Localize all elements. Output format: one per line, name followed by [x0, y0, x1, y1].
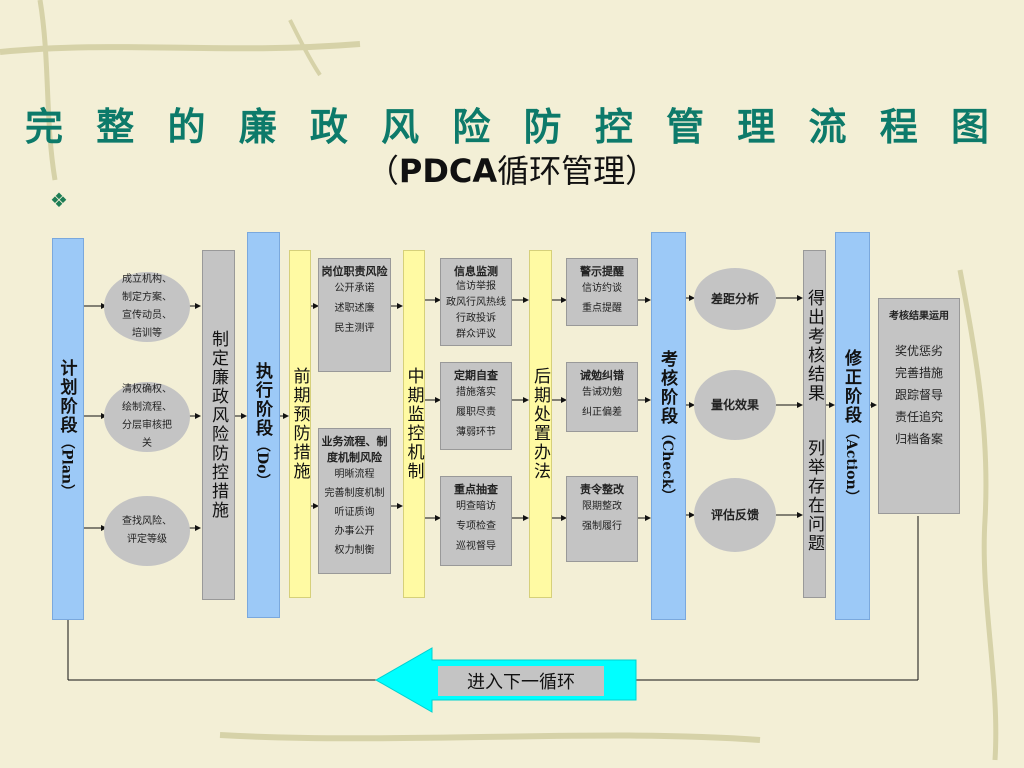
check-stage-bar: 考核阶段（Check） — [651, 232, 686, 620]
quantify-effect-ellipse: 量化效果 — [694, 370, 776, 440]
mid-card-3: 重点抽查 明查暗访 专项检查 巡视督导 — [440, 476, 512, 566]
evaluate-feedback-ellipse: 评估反馈 — [694, 478, 776, 552]
check-stage-label: 考核阶段（Check） — [657, 349, 677, 503]
pre-prevention-bar: 前期预防措施 — [289, 250, 311, 598]
plan-item-1: 成立机构、制定方案、宣传动员、培训等 — [104, 272, 190, 342]
result-usage-card: 考核结果运用 奖优惩劣 完善措施 跟踪督导 责任追究 归档备案 — [878, 298, 960, 514]
pre-card-2: 业务流程、制度机制风险 明晰流程 完善制度机制 听证质询 办事公开 权力制衡 — [318, 428, 391, 574]
gap-analysis-ellipse: 差距分析 — [694, 268, 776, 330]
page-subtitle: （PDCA循环管理） — [366, 152, 658, 190]
result-label-1: 得出考核结果 — [804, 289, 824, 403]
mid-monitor-bar: 中期监控机制 — [403, 250, 425, 598]
post-card-1: 警示提醒 信访约谈 重点提醒 — [566, 258, 638, 326]
post-handle-label: 后期处置办法 — [530, 367, 550, 481]
do-stage-bar: 执行阶段（Do） — [247, 232, 280, 618]
post-card-3: 责令整改 限期整改 强制履行 — [566, 476, 638, 562]
post-handle-bar: 后期处置办法 — [529, 250, 552, 598]
post-card-2: 诫勉纠错 告诫劝勉 纠正偏差 — [566, 362, 638, 432]
action-stage-label: 修正阶段（Action） — [841, 348, 861, 504]
result-label-2: 列举存在问题 — [804, 439, 824, 553]
action-stage-bar: 修正阶段（Action） — [835, 232, 870, 620]
page-title: 完 整 的 廉 政 风 险 防 控 管 理 流 程 图 — [25, 104, 999, 149]
result-bar: 得出考核结果 列举存在问题 — [803, 250, 826, 598]
pre-card-1: 岗位职责风险 公开承诺 述职述廉 民主测评 — [318, 258, 391, 372]
mid-card-2: 定期自查 措施落实 履职尽责 薄弱环节 — [440, 362, 512, 450]
plan-item-2: 清权确权、绘制流程、分层审核把关 — [104, 382, 190, 452]
bullet-icon: ❖ — [50, 188, 68, 212]
do-stage-label: 执行阶段（Do） — [252, 362, 272, 488]
plan-stage-label: 计划阶段（Plan） — [56, 359, 77, 499]
next-cycle-label: 进入下一循环 — [438, 666, 604, 696]
mid-card-1: 信息监测 信访举报 政风行风热线 行政投诉 群众评议 — [440, 258, 512, 346]
pre-prevention-label: 前期预防措施 — [289, 367, 310, 481]
plan-item-3: 查找风险、评定等级 — [104, 496, 190, 566]
measures-bar: 制定廉政风险防控措施 — [202, 250, 235, 600]
mid-monitor-label: 中期监控机制 — [403, 367, 424, 481]
measures-label: 制定廉政风险防控措施 — [208, 330, 228, 520]
plan-stage-bar: 计划阶段（Plan） — [52, 238, 84, 620]
